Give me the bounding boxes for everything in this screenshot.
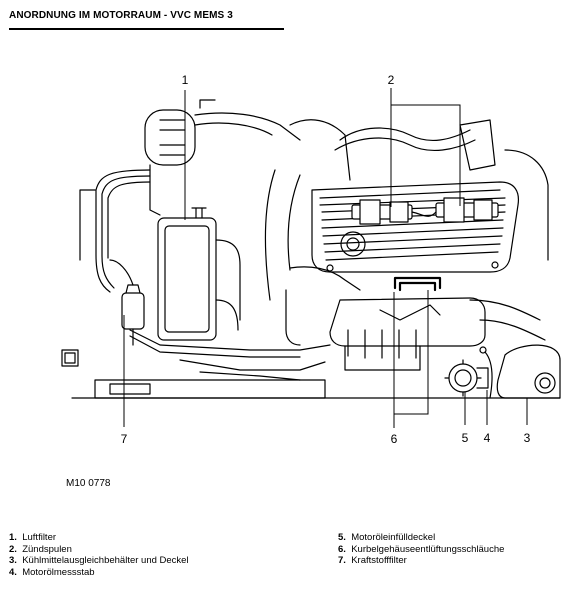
oil-filler-cap [444,359,489,397]
title-underline [9,28,284,30]
fuel-filter [109,259,145,346]
engine-bay-drawing: 1 2 3 4 5 6 7 [61,73,561,446]
intake-plenum [285,266,486,371]
front-crossmember [94,379,326,399]
legend-item: 5. Motoröleinfülldeckel [338,532,436,543]
legend-right-column: 5. Motoröleinfülldeckel 6. Kurbelgehäuse… [338,532,504,567]
callout-3: 3 [524,431,531,445]
right-harness [469,299,546,341]
cam-cover [311,181,520,273]
callout-6: 6 [391,432,398,446]
breather-hoses [393,276,442,292]
legend-left-column: 1. Luftfilter 2. Zündspulen 3. Kühlmitte… [9,532,189,578]
legend-item: 2. Zündspulen [9,543,72,555]
legend-item: 3. Kühlmittelausgleichbehälter und Decke… [9,555,189,566]
ignition-coils [351,197,499,225]
legend-item: 6. Kurbelgehäuseentlüftungsschläuche [338,543,505,555]
callout-5: 5 [462,431,469,445]
coolant-expansion-tank [496,344,561,399]
crossmember-bracket [109,383,151,395]
callout-7: 7 [121,432,128,446]
leader-2 [390,88,461,207]
upper-hoses [264,119,549,301]
leader-6 [393,290,429,428]
legend-item: 7. Kraftstofffilter [338,555,407,566]
servo-lines [144,99,301,216]
figure-code: M10 0778 [66,478,111,489]
dipstick [479,346,493,399]
callout-4: 4 [484,431,491,445]
leader-lines [123,88,528,428]
air-filter-box [157,207,241,341]
callout-2: 2 [388,73,395,87]
callout-1: 1 [182,73,189,87]
legend-item: 4. Motorölmessstab [9,566,95,578]
legend-item: 1. Luftfilter [9,532,57,543]
page-title: ANORDNUNG IM MOTORRAUM - VVC MEMS 3 [9,10,233,21]
small-relay-block [61,349,79,367]
fuel-pipe-bundle [79,169,331,381]
